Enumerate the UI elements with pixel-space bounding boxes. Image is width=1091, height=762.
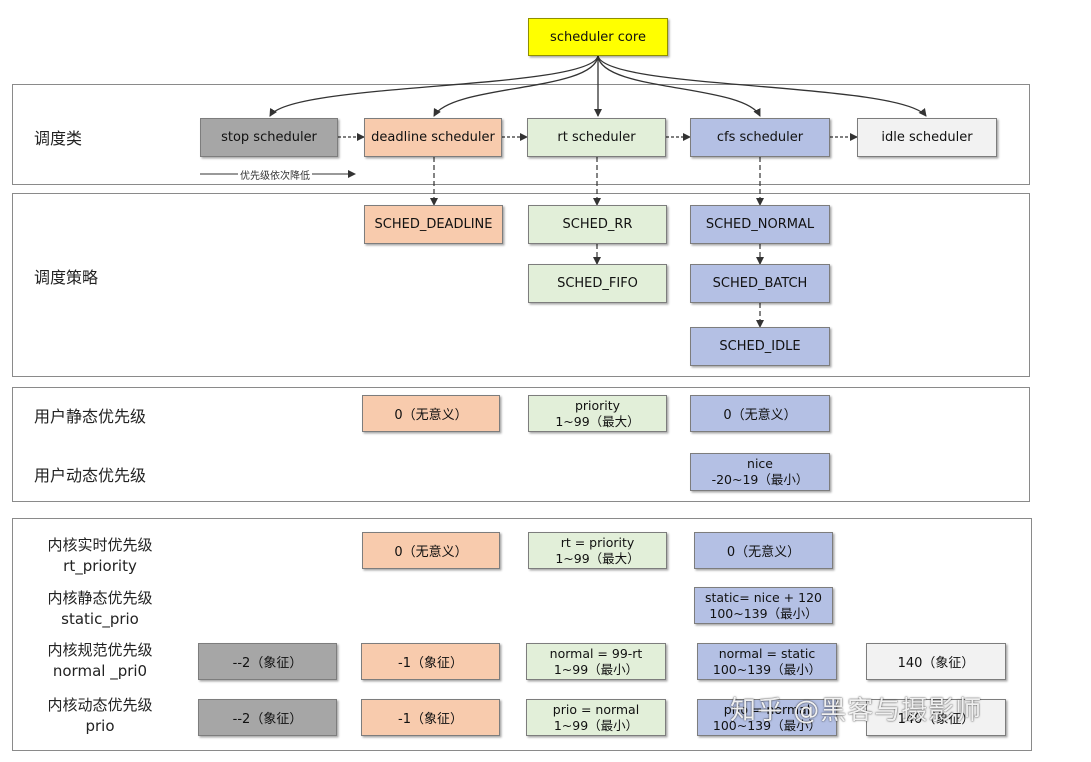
row-label-kernel-normal-en: normal _pri0 bbox=[52, 662, 148, 680]
class-rt-scheduler: rt scheduler bbox=[527, 118, 666, 157]
policy-sched-batch: SCHED_BATCH bbox=[690, 264, 830, 303]
kernel-normal-rt-line1: normal = 99-rt bbox=[549, 645, 643, 661]
policy-sched-fifo: SCHED_FIFO bbox=[528, 264, 667, 303]
kernel-normal-idle: 140（象征） bbox=[866, 643, 1006, 680]
kernel-rt-deadline: 0（无意义） bbox=[362, 532, 500, 569]
kernel-rt-cfs: 0（无意义） bbox=[694, 532, 833, 569]
user-static-cfs: 0（无意义） bbox=[690, 395, 830, 432]
class-cfs-scheduler: cfs scheduler bbox=[690, 118, 830, 157]
kernel-dynamic-cfs: prio = normal 100~139（最小） bbox=[697, 699, 837, 736]
row-label-kernel-static-cn: 内核静态优先级 bbox=[47, 589, 153, 607]
kernel-normal-rt-line2: 1~99（最小） bbox=[553, 661, 639, 677]
kernel-rt-rt-line1: rt = priority bbox=[560, 534, 635, 550]
kernel-rt-rt: rt = priority 1~99（最大） bbox=[528, 532, 667, 569]
kernel-normal-rt: normal = 99-rt 1~99（最小） bbox=[526, 643, 666, 680]
user-dynamic-cfs: nice -20~19（最小） bbox=[690, 453, 830, 491]
kernel-normal-deadline: -1（象征） bbox=[361, 643, 500, 680]
row-label-kernel-dynamic-en: prio bbox=[85, 717, 115, 735]
sched-policy-panel bbox=[12, 193, 1030, 377]
row-label-kernel-dynamic-cn: 内核动态优先级 bbox=[47, 696, 153, 714]
user-priority-panel bbox=[12, 387, 1030, 502]
kernel-dynamic-rt-line1: prio = normal bbox=[552, 701, 640, 717]
class-deadline-scheduler: deadline scheduler bbox=[364, 118, 502, 157]
row-label-kernel-normal: 内核规范优先级 normal _pri0 bbox=[36, 640, 164, 682]
kernel-rt-rt-line2: 1~99（最大） bbox=[555, 550, 640, 566]
row-label-kernel-static-en: static_prio bbox=[61, 610, 139, 628]
row-label-kernel-static: 内核静态优先级 static_prio bbox=[36, 588, 164, 630]
kernel-normal-cfs-line1: normal = static bbox=[718, 645, 816, 661]
row-label-kernel-rt-cn: 内核实时优先级 bbox=[47, 536, 153, 554]
row-label-user-dynamic: 用户动态优先级 bbox=[34, 466, 147, 485]
user-dynamic-cfs-line2: -20~19（最小） bbox=[711, 472, 809, 487]
class-stop-scheduler: stop scheduler bbox=[200, 118, 338, 157]
policy-sched-normal: SCHED_NORMAL bbox=[690, 205, 830, 244]
policy-sched-deadline: SCHED_DEADLINE bbox=[364, 205, 503, 244]
kernel-dynamic-stop: --2（象征） bbox=[198, 699, 337, 736]
kernel-dynamic-deadline: -1（象征） bbox=[361, 699, 500, 736]
row-label-user-static: 用户静态优先级 bbox=[34, 407, 147, 426]
priority-note: 优先级依次降低 bbox=[238, 167, 312, 182]
user-static-rt-line1: priority bbox=[574, 397, 621, 413]
user-dynamic-cfs-line1: nice bbox=[747, 456, 773, 471]
user-static-rt-line2: 1~99（最大） bbox=[555, 413, 640, 429]
row-label-kernel-rt-en: rt_priority bbox=[63, 557, 137, 575]
policy-sched-idle: SCHED_IDLE bbox=[690, 327, 830, 366]
user-static-deadline: 0（无意义） bbox=[362, 395, 500, 432]
kernel-dynamic-cfs-line2: 100~139（最小） bbox=[712, 717, 822, 733]
kernel-dynamic-rt-line2: 1~99（最小） bbox=[553, 717, 639, 733]
row-label-kernel-rt: 内核实时优先级 rt_priority bbox=[36, 535, 164, 577]
kernel-dynamic-rt: prio = normal 1~99（最小） bbox=[526, 699, 666, 736]
kernel-normal-stop: --2（象征） bbox=[198, 643, 337, 680]
kernel-static-cfs-line2: 100~139（最小） bbox=[709, 605, 818, 621]
kernel-normal-cfs: normal = static 100~139（最小） bbox=[697, 643, 837, 680]
kernel-static-cfs-line1: static= nice + 120 bbox=[704, 589, 822, 605]
policy-sched-rr: SCHED_RR bbox=[528, 205, 667, 244]
row-label-kernel-dynamic: 内核动态优先级 prio bbox=[36, 695, 164, 737]
row-label-sched-class: 调度类 bbox=[34, 129, 83, 148]
scheduler-core-box: scheduler core bbox=[528, 18, 668, 56]
class-idle-scheduler: idle scheduler bbox=[857, 118, 997, 157]
user-static-rt: priority 1~99（最大） bbox=[528, 395, 667, 432]
kernel-static-cfs: static= nice + 120 100~139（最小） bbox=[694, 587, 833, 624]
kernel-normal-cfs-line2: 100~139（最小） bbox=[712, 661, 822, 677]
row-label-sched-policy: 调度策略 bbox=[34, 268, 99, 287]
kernel-dynamic-idle: 140（象征） bbox=[866, 699, 1006, 736]
row-label-kernel-normal-cn: 内核规范优先级 bbox=[47, 641, 153, 659]
kernel-dynamic-cfs-line1: prio = normal bbox=[723, 701, 811, 717]
kernel-priority-panel bbox=[12, 518, 1032, 751]
zhihu-watermark: 知乎 @黑客与摄影师 bbox=[730, 696, 983, 726]
